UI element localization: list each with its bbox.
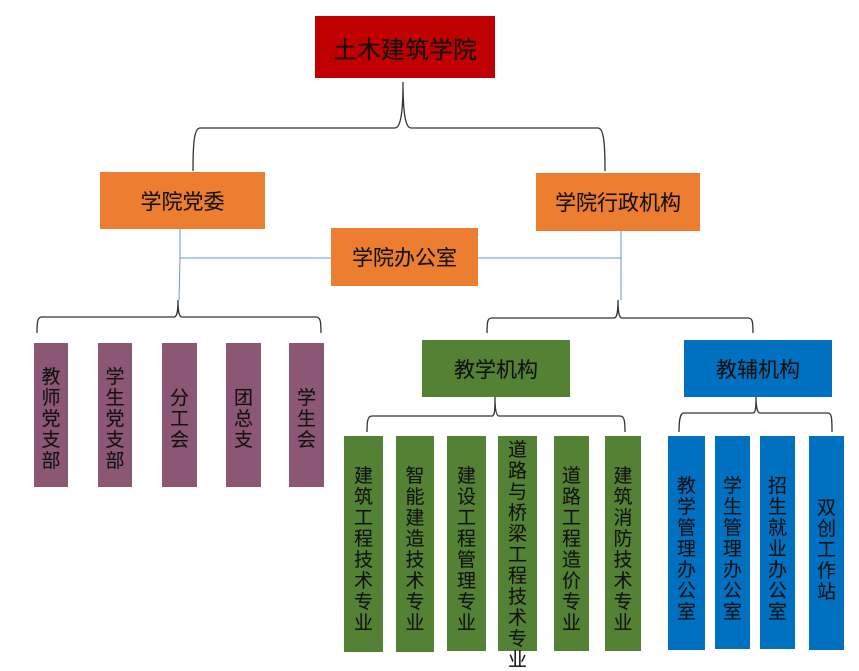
- teaching-unit-label: 建筑工程技术专业: [353, 465, 373, 634]
- support-unit: 双创工作站: [809, 436, 844, 650]
- party-unit: 学生会: [289, 343, 324, 487]
- party-unit: 分工会: [162, 343, 197, 487]
- support-unit: 招生就业办公室: [760, 436, 795, 649]
- admin-node: 学院行政机构: [536, 173, 700, 231]
- teaching-unit-label: 建筑消防技术专业: [613, 465, 633, 634]
- root-node: 土木建筑学院: [315, 16, 495, 78]
- party-unit-label: 学生会: [296, 387, 316, 451]
- support-brace: [678, 396, 833, 433]
- office-node: 学院办公室: [331, 228, 478, 286]
- teaching-unit: 道路与桥梁工程技术专业: [498, 436, 537, 671]
- support-unit: 教学管理办公室: [668, 436, 705, 650]
- party-unit: 团总支: [226, 343, 261, 487]
- teaching-node: 教学机构: [422, 340, 570, 397]
- party-unit: 教师党支部: [34, 343, 68, 487]
- teaching-unit-label: 建设工程管理专业: [456, 465, 476, 634]
- party-unit-label: 分工会: [169, 387, 189, 451]
- teaching-unit: 建设工程管理专业: [447, 436, 486, 651]
- admin-label: 学院行政机构: [555, 191, 681, 215]
- party-unit: 学生党支部: [98, 343, 132, 487]
- teaching-unit-label: 道路与桥梁工程技术专业: [507, 439, 527, 671]
- admin-brace: [486, 299, 754, 334]
- support-unit: 学生管理办公室: [715, 436, 750, 649]
- office-label: 学院办公室: [352, 246, 457, 270]
- party-committee-node: 学院党委: [100, 172, 265, 229]
- teaching-unit-label: 智能建造技术专业: [405, 465, 425, 634]
- support-unit-label: 招生就业办公室: [767, 475, 787, 623]
- support-unit-label: 教学管理办公室: [676, 475, 696, 623]
- party-connector: [178, 229, 181, 301]
- root-brace: [192, 81, 606, 172]
- party-unit-label: 教师党支部: [41, 366, 61, 472]
- teaching-unit: 建筑工程技术专业: [344, 436, 383, 652]
- support-label: 教辅机构: [716, 357, 800, 382]
- support-node: 教辅机构: [684, 340, 832, 397]
- teaching-unit-label: 道路工程造价专业: [561, 465, 581, 634]
- party-unit-label: 团总支: [233, 387, 253, 451]
- support-unit-label: 学生管理办公室: [722, 475, 742, 623]
- teaching-unit: 建筑消防技术专业: [605, 436, 641, 651]
- teaching-brace: [366, 396, 626, 433]
- teaching-unit: 道路工程造价专业: [554, 436, 589, 651]
- party-brace: [36, 299, 322, 334]
- teaching-label: 教学机构: [454, 357, 538, 382]
- party-committee-label: 学院党委: [140, 189, 225, 214]
- root-title: 土木建筑学院: [333, 35, 477, 64]
- party-unit-label: 学生党支部: [105, 366, 125, 472]
- teaching-unit: 智能建造技术专业: [396, 436, 434, 652]
- support-unit-label: 双创工作站: [816, 497, 836, 603]
